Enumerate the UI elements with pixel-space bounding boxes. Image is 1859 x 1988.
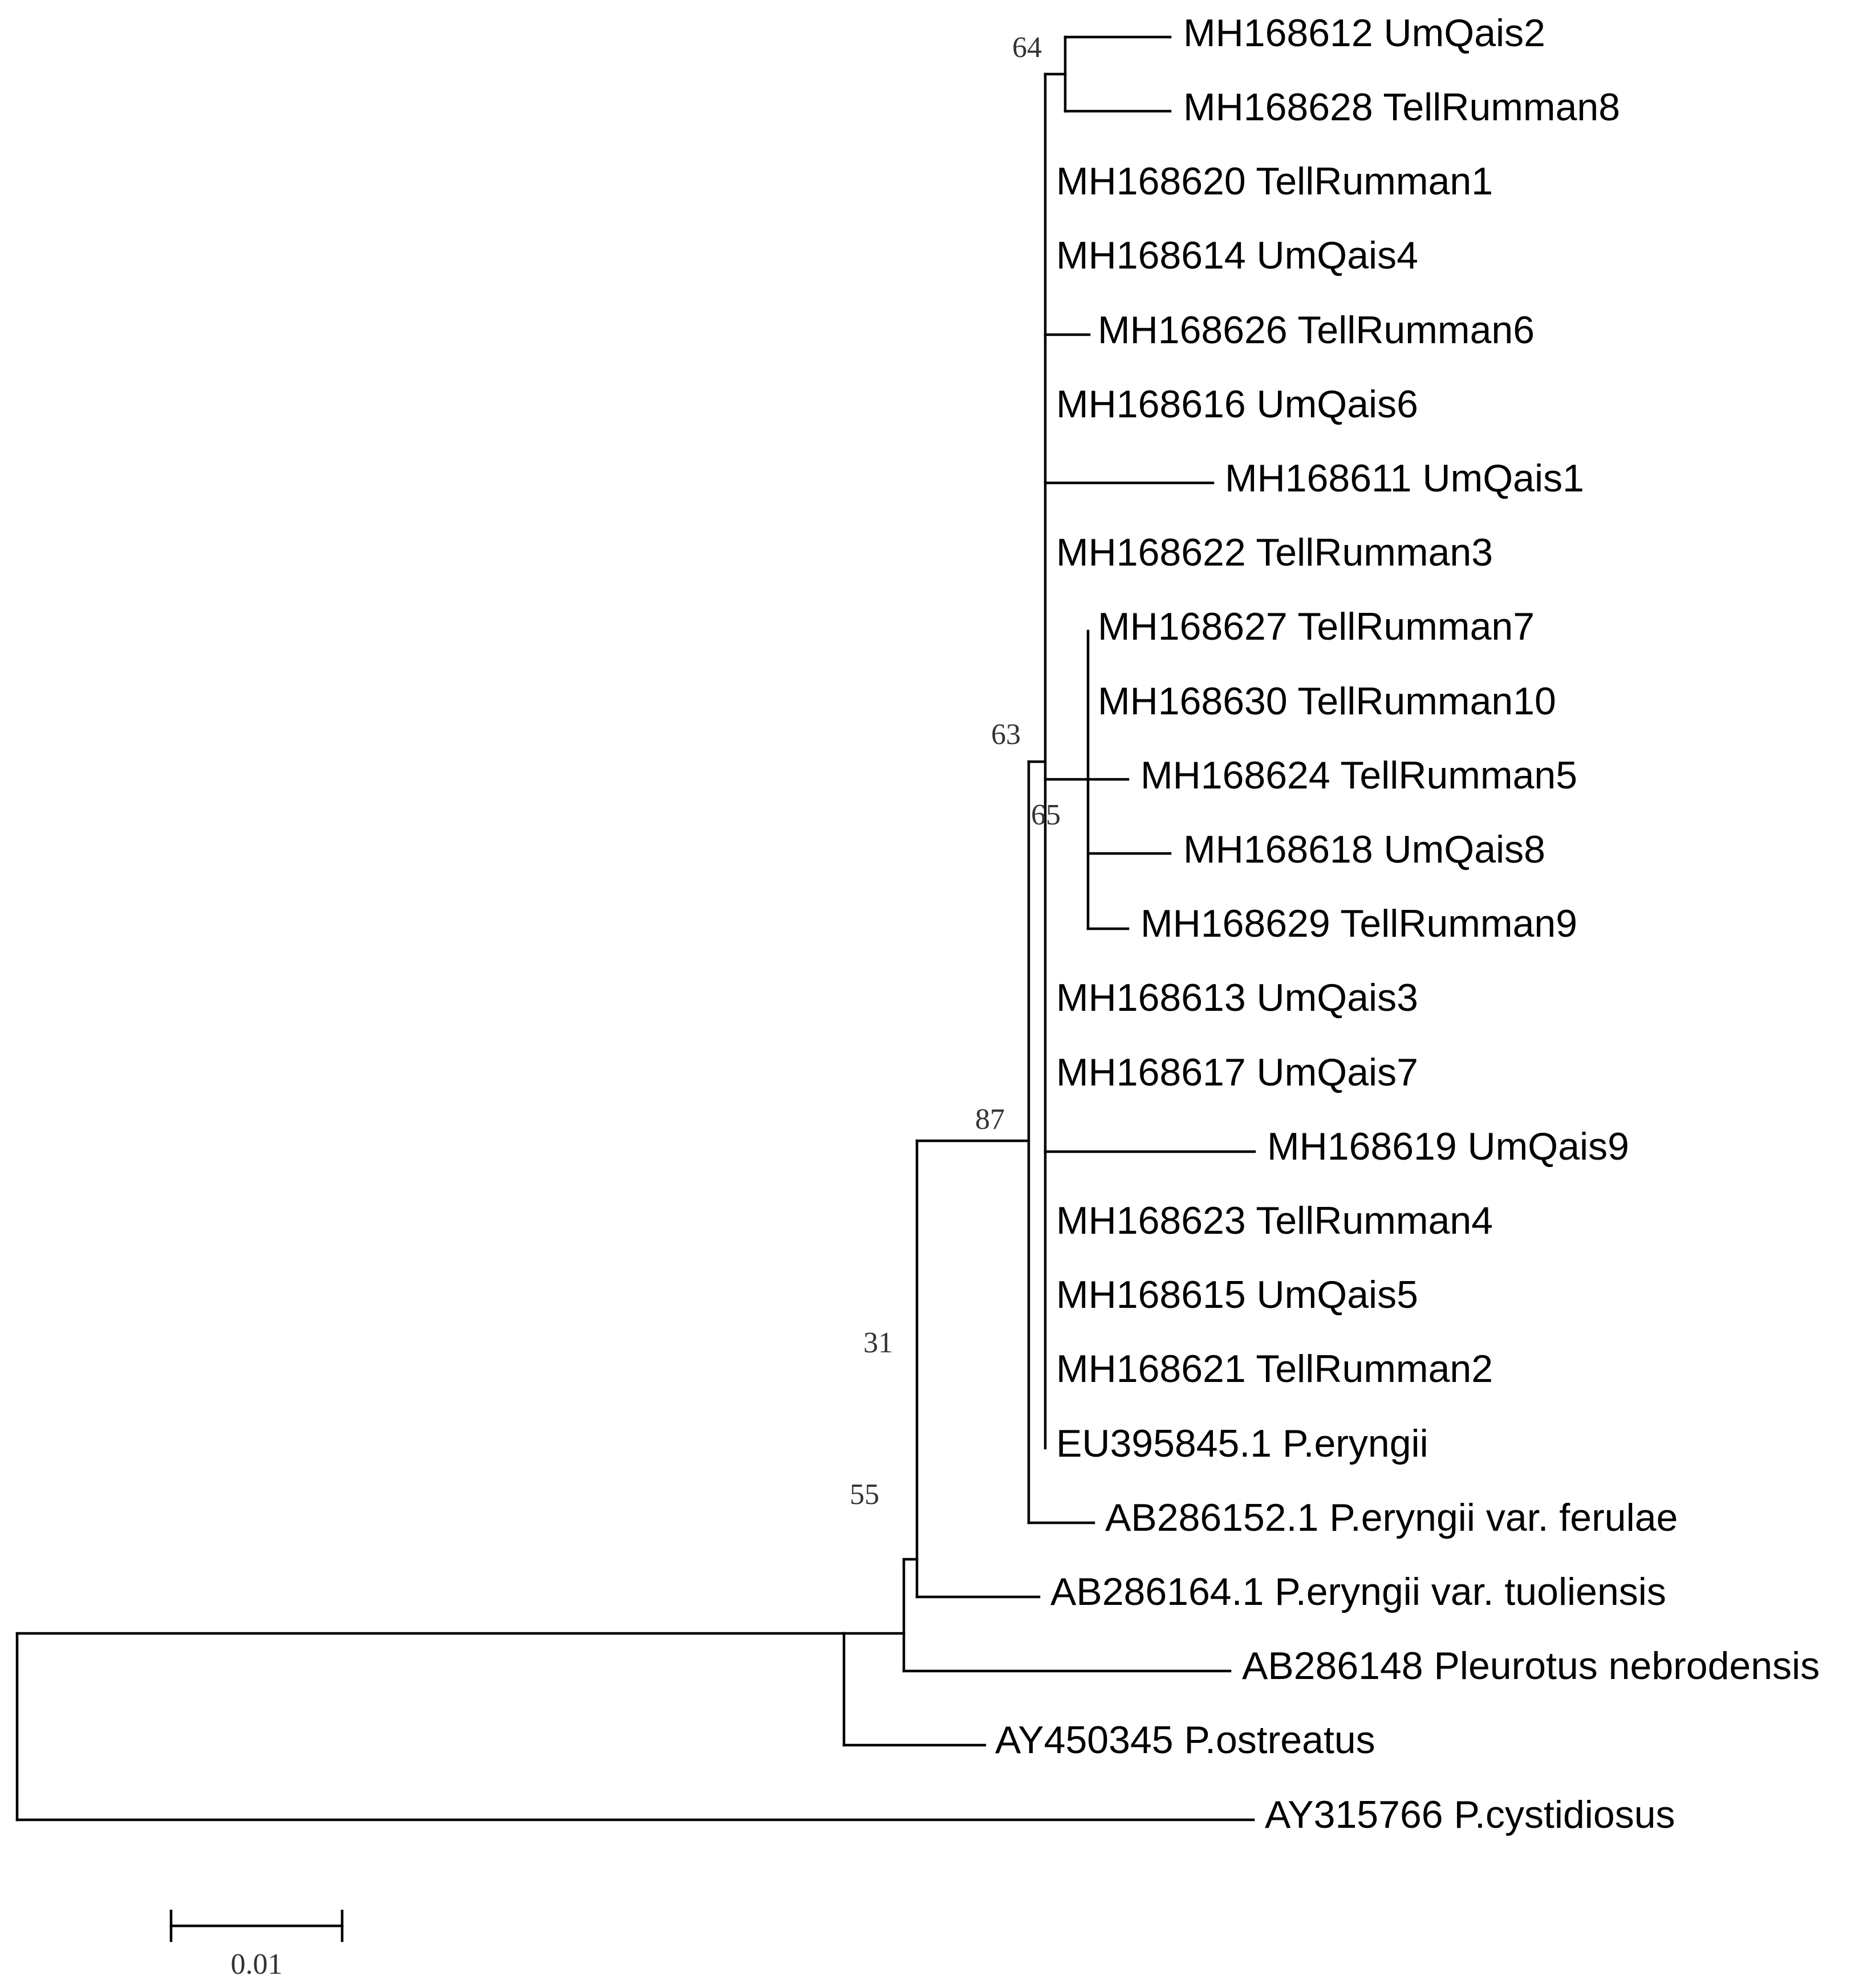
leaf-label: MH168628 TellRumman8 bbox=[1183, 86, 1620, 129]
leaf-label: MH168624 TellRumman5 bbox=[1140, 754, 1577, 797]
leaf-label: AB286152.1 P.eryngii var. ferulae bbox=[1105, 1496, 1678, 1539]
leaf-label: AY450345 P.ostreatus bbox=[995, 1718, 1375, 1762]
tree-branches bbox=[15, 35, 1256, 1822]
leaf-label: MH168611 UmQais1 bbox=[1225, 457, 1584, 500]
leaf-label: MH168629 TellRumman9 bbox=[1140, 902, 1577, 945]
leaf-labels: MH168612 UmQais2 MH168628 TellRumman8 MH… bbox=[995, 11, 1820, 1836]
leaf-label: AY315766 P.cystidiosus bbox=[1265, 1793, 1675, 1836]
leaf-label: MH168627 TellRumman7 bbox=[1098, 605, 1535, 648]
leaf-label: MH168619 UmQais9 bbox=[1267, 1125, 1629, 1168]
leaf-label: MH168612 UmQais2 bbox=[1183, 11, 1545, 55]
scale-bar-label: 0.01 bbox=[231, 1948, 283, 1981]
support-value-31: 31 bbox=[863, 1327, 893, 1359]
leaf-label: MH168622 TellRumman3 bbox=[1056, 531, 1493, 574]
leaf-label: EU395845.1 P.eryngii bbox=[1056, 1422, 1428, 1465]
support-value-87: 87 bbox=[975, 1103, 1005, 1136]
support-value-65: 65 bbox=[1031, 799, 1061, 831]
leaf-label: MH168613 UmQais3 bbox=[1056, 976, 1418, 1019]
leaf-label: MH168630 TellRumman10 bbox=[1098, 680, 1556, 723]
leaf-label: MH168623 TellRumman4 bbox=[1056, 1199, 1493, 1242]
leaf-label: MH168616 UmQais6 bbox=[1056, 383, 1418, 426]
leaf-label: MH168618 UmQais8 bbox=[1183, 828, 1545, 871]
leaf-label: AB286148 Pleurotus nebrodensis bbox=[1242, 1644, 1820, 1688]
leaf-label: MH168617 UmQais7 bbox=[1056, 1051, 1418, 1094]
leaf-label: AB286164.1 P.eryngii var. tuoliensis bbox=[1050, 1570, 1666, 1613]
leaf-label: MH168621 TellRumman2 bbox=[1056, 1347, 1493, 1391]
support-value-63: 63 bbox=[991, 718, 1021, 751]
leaf-label: MH168614 UmQais4 bbox=[1056, 234, 1418, 277]
support-value-55: 55 bbox=[850, 1478, 879, 1511]
scale-bar: 0.01 bbox=[169, 1909, 344, 1981]
leaf-label: MH168620 TellRumman1 bbox=[1056, 160, 1493, 203]
support-value-64: 64 bbox=[1012, 31, 1042, 64]
leaf-label: MH168626 TellRumman6 bbox=[1098, 308, 1535, 352]
leaf-label: MH168615 UmQais5 bbox=[1056, 1273, 1418, 1316]
